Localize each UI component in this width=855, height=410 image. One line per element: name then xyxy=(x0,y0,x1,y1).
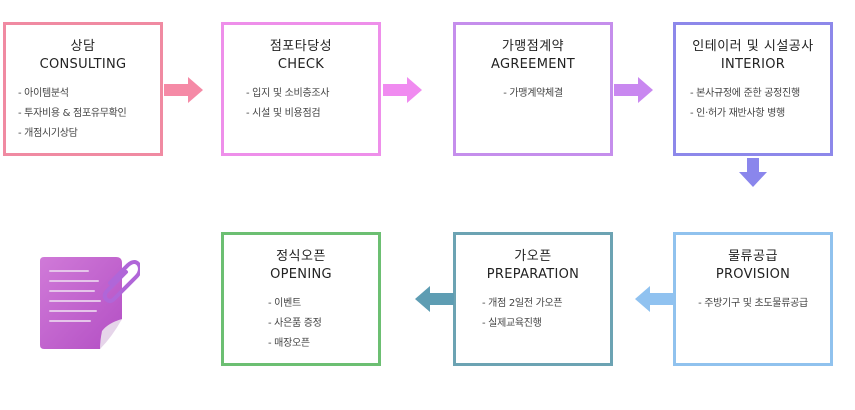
step-consulting: 상담 CONSULTING - 아이템분석 - 투자비용 & 점포유무확인 - … xyxy=(3,22,163,156)
step-item: - 실제교육진행 xyxy=(482,318,542,329)
step-item: - 본사규정에 준한 공정진행 xyxy=(690,88,800,99)
step-agreement: 가맹점계약 AGREEMENT - 가맹계약체결 xyxy=(453,22,613,156)
note-paperclip-icon xyxy=(40,257,140,349)
step-item: - 투자비용 & 점포유무확인 xyxy=(18,108,127,119)
arrow-left-icon xyxy=(635,286,674,312)
arrow-down-icon xyxy=(739,158,767,187)
step-title-en: AGREEMENT xyxy=(491,57,575,72)
step-title: 가맹점계약 xyxy=(501,39,565,54)
step-opening: 정식오픈 OPENING - 이벤트 - 사은품 증정 - 매장오픈 xyxy=(221,232,381,366)
step-title: 점포타당성 xyxy=(269,39,333,54)
arrow-right-icon xyxy=(383,77,422,103)
step-title-en: CONSULTING xyxy=(39,57,127,72)
step-item: - 개점시기상담 xyxy=(18,128,78,139)
step-item: - 인·허가 재반사항 병행 xyxy=(690,108,785,119)
step-item: - 매장오픈 xyxy=(268,338,310,349)
step-item: - 가맹계약체결 xyxy=(503,88,563,99)
step-item: - 주방기구 및 초도물류공급 xyxy=(698,298,808,309)
step-title: 물류공급 xyxy=(728,249,778,264)
step-item: - 개점 2일전 가오픈 xyxy=(482,298,563,309)
step-title-en: OPENING xyxy=(270,267,332,282)
step-item: - 이벤트 xyxy=(268,298,301,309)
step-title: 가오픈 xyxy=(514,249,552,264)
arrow-left-icon xyxy=(415,286,454,312)
step-interior: 인테이러 및 시설공사 INTERIOR - 본사규정에 준한 공정진행 - 인… xyxy=(673,22,833,156)
step-item: - 아이템분석 xyxy=(18,88,69,99)
step-title: 정식오픈 xyxy=(276,249,326,264)
step-title-en: INTERIOR xyxy=(720,57,786,72)
step-title-en: PROVISION xyxy=(715,267,791,282)
step-item: - 시설 및 비용점검 xyxy=(246,108,321,119)
step-item: - 사은품 증정 xyxy=(268,318,322,329)
arrow-right-icon xyxy=(614,77,653,103)
step-provision: 물류공급 PROVISION - 주방기구 및 초도물류공급 xyxy=(673,232,833,366)
step-title: 상담 xyxy=(70,39,96,54)
step-preparation: 가오픈 PREPARATION - 개점 2일전 가오픈 - 실제교육진행 xyxy=(453,232,613,366)
step-check: 점포타당성 CHECK - 입지 및 소비층조사 - 시설 및 비용점검 xyxy=(221,22,381,156)
step-title: 인테이러 및 시설공사 xyxy=(692,39,814,54)
step-item: - 입지 및 소비층조사 xyxy=(246,88,330,99)
arrow-right-icon xyxy=(164,77,203,103)
step-title-en: CHECK xyxy=(277,57,325,72)
step-title-en: PREPARATION xyxy=(486,267,580,282)
